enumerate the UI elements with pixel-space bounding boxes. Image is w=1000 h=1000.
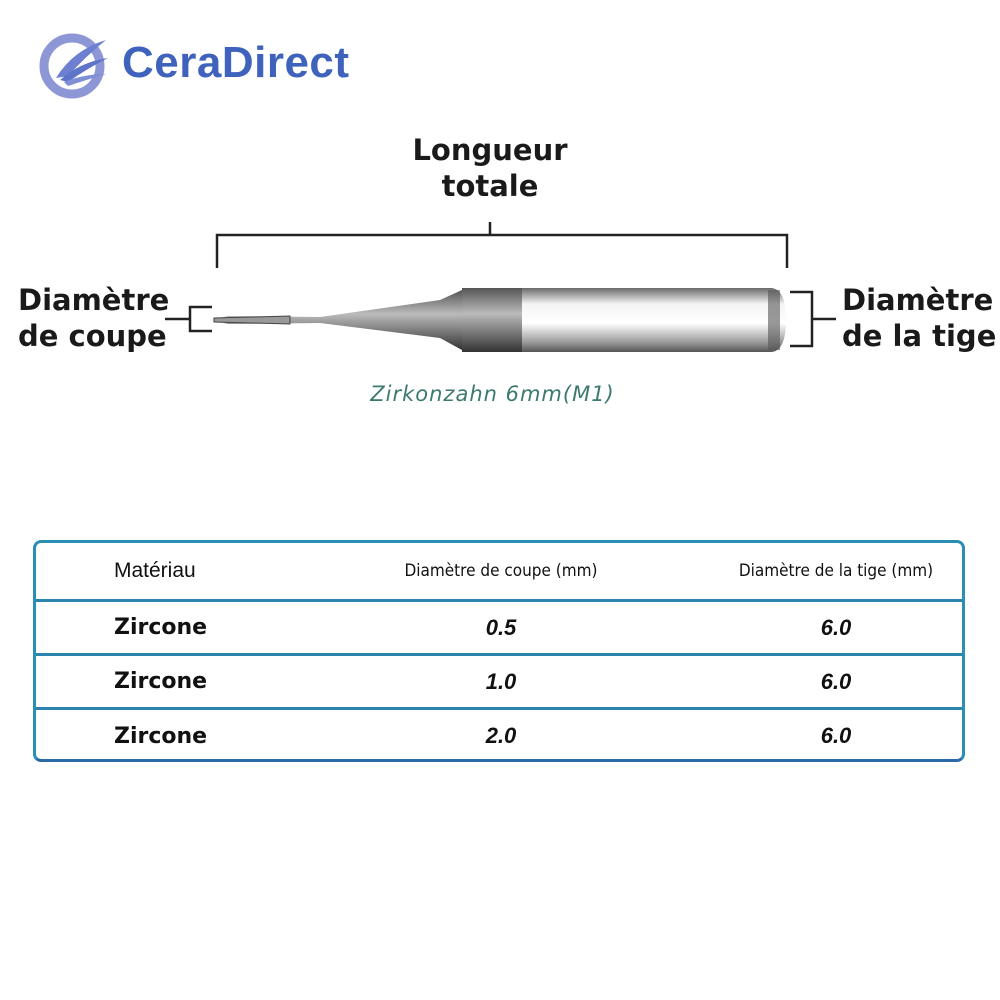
drill-caption: Zirkonzahn 6mm(M1): [370, 382, 615, 406]
cell-shank-diameter: 6.0: [820, 723, 852, 748]
total-length-line2: totale: [441, 169, 539, 203]
brand-logo: [38, 30, 108, 100]
cell-material: Zircone: [114, 615, 208, 640]
cell-cutting-diameter: 2.0: [485, 723, 517, 748]
header-material: Matériau: [114, 559, 196, 582]
cell-shank-diameter: 6.0: [820, 668, 852, 694]
brand-name: CeraDirect: [122, 38, 350, 87]
logo-swoosh-icon: [39, 33, 108, 99]
table-row: Zircone 0.5 6.0: [36, 599, 962, 653]
cell-cutting-diameter: 0.5: [485, 614, 517, 640]
table-row: Zircone 1.0 6.0: [36, 653, 962, 707]
drill-bit: [212, 288, 786, 352]
cell-material: Zircone: [114, 669, 208, 694]
cell-material: Zircone: [114, 723, 208, 749]
cutting-diameter-line2: de coupe: [18, 319, 167, 353]
cutting-diameter-line1: Diamètre: [18, 283, 170, 317]
specs-table: Matériau Diamètre de coupe (mm) Diamètre…: [33, 540, 965, 762]
drill-bit-diagram: [165, 222, 836, 352]
total-length-label: Longueur totale: [390, 132, 590, 204]
header-shank-diameter: Diamètre de la tige (mm): [738, 561, 934, 581]
shank-diameter-label: Diamètre de la tige: [842, 282, 996, 354]
shank-diameter-line1: Diamètre: [842, 283, 994, 317]
shank-diameter-line2: de la tige: [842, 319, 997, 353]
total-length-line1: Longueur: [412, 133, 568, 167]
cell-shank-diameter: 6.0: [820, 614, 852, 640]
header-cutting-diameter: Diamètre de coupe (mm): [404, 561, 598, 581]
cutting-diameter-label: Diamètre de coupe: [18, 282, 169, 354]
table-header-row: Matériau Diamètre de coupe (mm) Diamètre…: [36, 543, 962, 599]
cell-cutting-diameter: 1.0: [485, 668, 517, 694]
table-row: Zircone 2.0 6.0: [36, 707, 962, 762]
dimension-brackets: [165, 222, 836, 348]
